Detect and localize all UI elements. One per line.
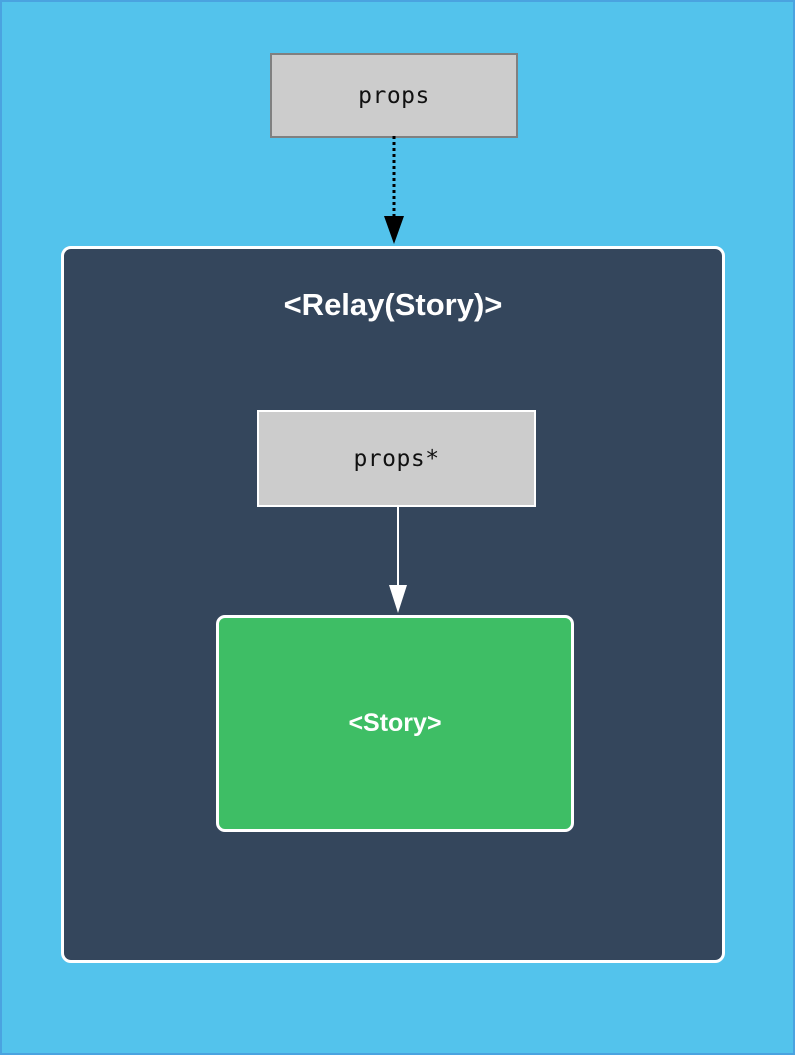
edge-innerprops-to-story-arrow — [389, 505, 407, 613]
edge-props-to-relay-arrowhead — [384, 216, 404, 244]
node-story[interactable]: <Story> — [216, 615, 574, 832]
node-relay-container-label: <Relay(Story)> — [283, 287, 503, 322]
edge-props-to-relay-arrow — [384, 136, 404, 244]
node-inner-props-label: props* — [353, 445, 440, 472]
node-inner-props[interactable]: props* — [257, 410, 536, 507]
node-story-label: <Story> — [348, 709, 442, 737]
edge-innerprops-to-story-arrowhead — [389, 585, 407, 613]
node-relay-container[interactable]: <Relay(Story)> props* <Story> — [61, 246, 725, 963]
node-outer-props-label: props — [358, 82, 430, 109]
node-outer-props[interactable]: props — [270, 53, 518, 138]
